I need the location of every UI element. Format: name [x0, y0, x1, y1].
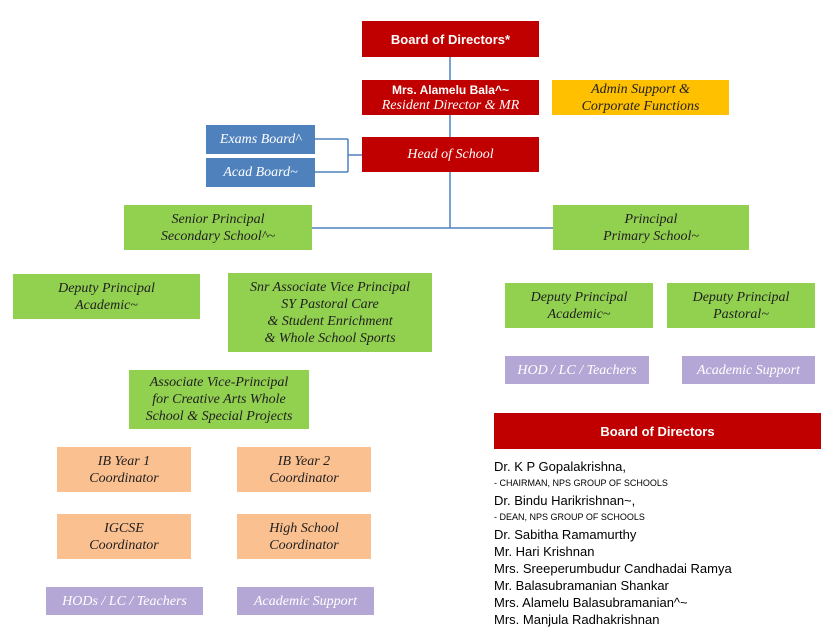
acad-board-box: Acad Board~: [206, 158, 315, 187]
exams-board-box: Exams Board^: [206, 125, 315, 154]
resident-director-box: Mrs. Alamelu Bala^~ Resident Director & …: [362, 80, 539, 115]
deputy-principal-pastoral-box: Deputy Principal Pastoral~: [667, 283, 815, 328]
academic-support-secondary-box: Academic Support: [237, 587, 374, 615]
academic-support-secondary-label: Academic Support: [253, 593, 358, 609]
exams-board-label: Exams Board^: [219, 132, 302, 147]
board-member-title: - DEAN, NPS GROUP OF SCHOOLS: [494, 512, 645, 522]
admin-support-line1: Admin Support &: [591, 81, 690, 97]
board-member-name: Mrs. Sreeperumbudur Candhadai Ramya: [494, 561, 732, 576]
resident-director-name: Mrs. Alamelu Bala^~: [392, 82, 509, 97]
snr-associate-vp-line3: & Student Enrichment: [267, 313, 393, 329]
deputy-principal-pastoral-line2: Pastoral~: [713, 306, 769, 322]
ib-year2-coordinator-box: IB Year 2 Coordinator: [237, 447, 371, 492]
deputy-principal-academic-primary-line2: Academic~: [547, 306, 611, 322]
deputy-principal-academic-secondary-box: Deputy Principal Academic~: [13, 274, 200, 319]
acad-board-label: Acad Board~: [223, 165, 298, 180]
admin-support-box: Admin Support & Corporate Functions: [552, 80, 729, 115]
admin-support-line2: Corporate Functions: [581, 98, 700, 114]
deputy-principal-academic-secondary-line1: Deputy Principal: [58, 280, 155, 296]
principal-primary-box: Principal Primary School~: [553, 205, 749, 250]
board-member-name: Dr. Bindu Harikrishnan~,: [494, 493, 636, 508]
associate-vp-line2: for Creative Arts Whole: [152, 392, 286, 407]
igcse-coordinator-box: IGCSE Coordinator: [57, 514, 191, 559]
deputy-principal-pastoral-line1: Deputy Principal: [692, 289, 790, 305]
board-member-list: Dr. K P Gopalakrishna, - CHAIRMAN, NPS G…: [494, 458, 732, 628]
ib-year1-coordinator-box: IB Year 1 Coordinator: [57, 447, 191, 492]
associate-vice-principal-box: Associate Vice-Principal for Creative Ar…: [129, 370, 309, 429]
ib-year2-line1: IB Year 2: [277, 453, 331, 469]
deputy-principal-academic-primary-line1: Deputy Principal: [530, 289, 628, 305]
deputy-principal-academic-primary-box: Deputy Principal Academic~: [505, 283, 653, 328]
igcse-line1: IGCSE: [104, 520, 144, 536]
senior-principal-line2: Secondary School^~: [160, 228, 276, 244]
principal-primary-line1: Principal: [624, 211, 678, 227]
board-list-header: Board of Directors: [494, 413, 821, 449]
snr-associate-vice-principal-box: Snr Associate Vice Principal SY Pastoral…: [228, 273, 432, 352]
board-member-name: Mr. Hari Krishnan: [494, 544, 595, 559]
board-of-directors-label: Board of Directors*: [390, 31, 511, 47]
board-member-name: Dr. Sabitha Ramamurthy: [494, 527, 637, 542]
ib-year2-line2: Coordinator: [269, 470, 339, 486]
ib-year1-line1: IB Year 1: [97, 453, 151, 469]
snr-associate-vp-line4: & Whole School Sports: [264, 330, 396, 346]
associate-vp-line1: Associate Vice-Principal: [149, 375, 289, 390]
resident-director-role: Resident Director & MR: [381, 97, 520, 113]
senior-principal-box: Senior Principal Secondary School^~: [124, 205, 312, 250]
board-member-name: Dr. K P Gopalakrishna,: [494, 459, 626, 474]
igcse-line2: Coordinator: [89, 537, 159, 553]
ib-year1-line2: Coordinator: [89, 470, 159, 486]
board-member-name: Mr. Balasubramanian Shankar: [494, 578, 669, 593]
board-list-header-label: Board of Directors: [600, 423, 715, 439]
high-school-coordinator-box: High School Coordinator: [237, 514, 371, 559]
associate-vp-line3: School & Special Projects: [145, 409, 293, 424]
academic-support-primary-label: Academic Support: [696, 362, 801, 378]
hod-primary-box: HOD / LC / Teachers: [505, 356, 649, 384]
board-member-title: - CHAIRMAN, NPS GROUP OF SCHOOLS: [494, 478, 668, 488]
board-of-directors-box: Board of Directors*: [362, 21, 539, 57]
senior-principal-line1: Senior Principal: [171, 211, 265, 227]
snr-associate-vp-line2: SY Pastoral Care: [281, 296, 379, 312]
deputy-principal-academic-secondary-line2: Academic~: [75, 297, 138, 313]
head-of-school-label: Head of School: [407, 147, 494, 162]
hods-secondary-label: HODs / LC / Teachers: [62, 593, 187, 609]
snr-associate-vp-line1: Snr Associate Vice Principal: [249, 279, 411, 295]
principal-primary-line2: Primary School~: [603, 228, 699, 244]
high-school-line1: High School: [269, 520, 339, 536]
hod-primary-label: HOD / LC / Teachers: [517, 362, 637, 378]
head-of-school-box: Head of School: [362, 137, 539, 172]
board-member-name: Mrs. Manjula Radhakrishnan: [494, 612, 660, 627]
board-member-name: Mrs. Alamelu Balasubramanian^~: [494, 595, 688, 610]
academic-support-primary-box: Academic Support: [682, 356, 815, 384]
hods-secondary-box: HODs / LC / Teachers: [46, 587, 203, 615]
high-school-line2: Coordinator: [269, 537, 339, 553]
